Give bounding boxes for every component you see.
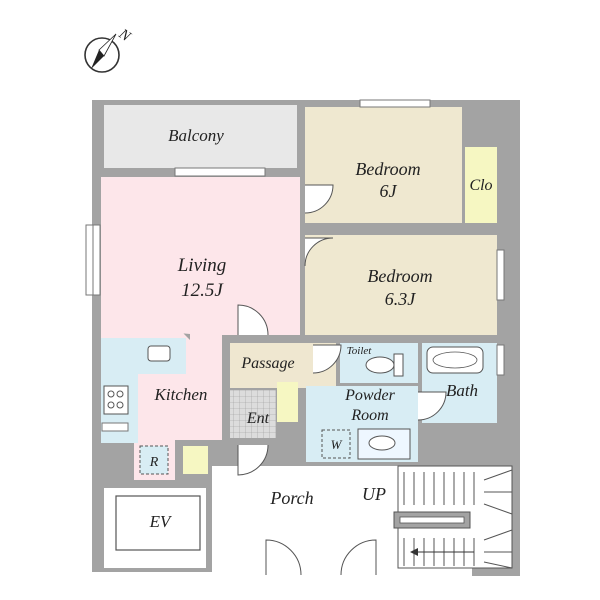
- kitchen-counter: [101, 338, 186, 443]
- bedroom-2-size: 6.3J: [385, 289, 417, 309]
- pipe-space: [183, 446, 208, 474]
- entrance-label: Ent: [246, 410, 270, 427]
- north-arrow-icon: N: [84, 26, 134, 73]
- elevator-car: [115, 495, 201, 551]
- windows: [85, 99, 505, 432]
- north-label: N: [115, 26, 134, 46]
- stove-icon: [103, 385, 129, 415]
- fridge-label: R: [149, 455, 159, 470]
- living-size: 12.5J: [181, 280, 224, 301]
- bedroom-1-size: 6J: [380, 181, 398, 201]
- bedroom-2-area: [305, 235, 497, 335]
- sink-icon: [147, 345, 171, 362]
- washer-space: [321, 429, 351, 459]
- bedroom-2-name: Bedroom: [367, 266, 432, 286]
- stairs: [393, 465, 513, 569]
- bath-label: Bath: [446, 381, 478, 400]
- closet-label: Clo: [469, 177, 492, 194]
- doors: [237, 184, 447, 576]
- shoe-cabinet: [277, 382, 298, 422]
- toilet-label: Toilet: [347, 345, 373, 357]
- toilet-icon: [365, 353, 404, 377]
- powder-room-line1: Powder: [344, 387, 396, 404]
- closet-area: [465, 147, 497, 223]
- elevator-label: EV: [149, 512, 173, 531]
- fridge-space: [139, 445, 169, 475]
- powder-room-line2: Room: [350, 407, 388, 424]
- arrow-left-icon: [410, 548, 418, 556]
- balcony-label: Balcony: [168, 126, 224, 145]
- passage-label: Passage: [240, 355, 294, 372]
- washer-label: W: [331, 437, 343, 452]
- balcony-area: [104, 105, 297, 168]
- stairs-up-label: UP: [362, 484, 386, 504]
- porch-label: Porch: [269, 488, 313, 508]
- bedroom-1-area: [305, 107, 462, 223]
- bedroom-1-name: Bedroom: [355, 159, 420, 179]
- bathtub-icon: [426, 346, 484, 374]
- kitchen-label: Kitchen: [154, 385, 208, 404]
- entrance-area: [230, 390, 276, 438]
- living-name: Living: [177, 255, 227, 276]
